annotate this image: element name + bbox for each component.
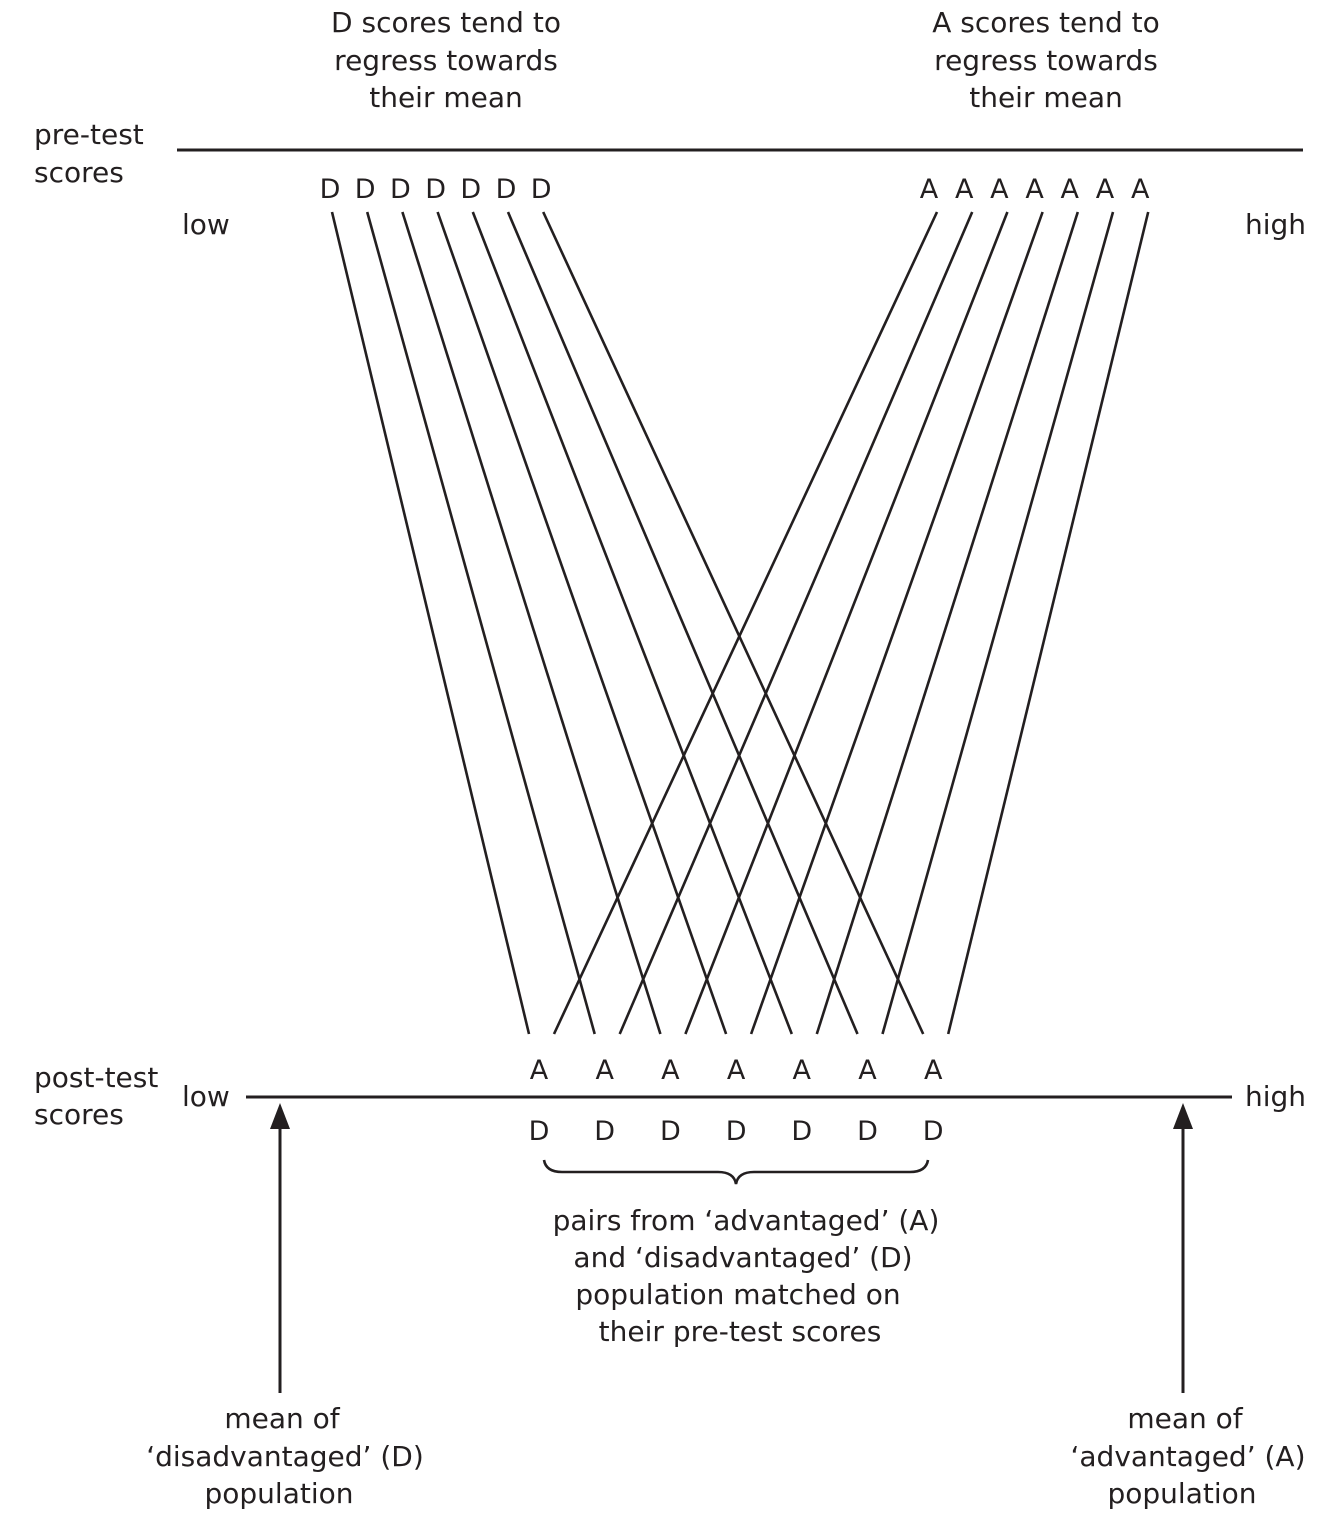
post-test-axis-label: post-test scores [34,1061,158,1131]
post-test-a-marker: A [595,1055,614,1086]
mean-d-line-3: population [205,1477,354,1510]
post-test-d-marker: D [529,1116,550,1147]
mean-d-line-1: mean of [224,1402,340,1435]
d-regression-line [401,211,662,1035]
post-test-d-marker: D [594,1116,615,1147]
post-test-a-marker: A [793,1055,812,1086]
post-test-d-marker: D [923,1116,944,1147]
d-regression-line [436,211,728,1035]
post-test-d-marker: D [726,1116,747,1147]
d-regression-line [542,211,925,1035]
arrow-head-icon [270,1103,290,1129]
mean-advantaged-caption: mean of ‘advantaged’ (A) population [1070,1402,1305,1510]
pairs-caption-line-1: pairs from ‘advantaged’ (A) [553,1204,940,1237]
mean-disadvantaged-arrow [270,1103,290,1393]
pre-test-d-marker: D [496,174,517,205]
pre-test-a-marker: A [955,174,974,205]
a-regress-line-3: their mean [969,81,1123,114]
d-regress-note: D scores tend to regress towards their m… [331,6,561,114]
pre-test-d-marker: D [355,174,376,205]
post-test-low-label: low [182,1080,230,1113]
pairs-caption-line-3: population matched on [575,1278,900,1311]
pre-test-high-label: high [1245,208,1306,241]
a-regress-line-1: A scores tend to [932,6,1160,39]
pre-test-a-marker: A [1061,174,1080,205]
pre-test-a-marker: A [1096,174,1115,205]
pre-test-a-marker: A [920,174,939,205]
pre-test-a-marker: A [1025,174,1044,205]
a-regression-line [946,211,1150,1035]
a-regression-line [881,211,1115,1035]
d-regression-line [330,211,531,1035]
d-regress-line-1: D scores tend to [331,6,561,39]
a-regress-note: A scores tend to regress towards their m… [932,6,1160,114]
pre-test-low-label: low [182,208,230,241]
d-regression-line [365,211,596,1035]
pre-test-d-marker: D [390,174,411,205]
d-regress-line-3: their mean [369,81,523,114]
pre-test-d-marker: D [460,174,481,205]
mean-advantaged-arrow [1173,1103,1193,1393]
pairs-caption: pairs from ‘advantaged’ (A) and ‘disadva… [553,1204,940,1348]
pre-test-a-marker: A [1131,174,1150,205]
post-test-line-1: post-test [34,1061,158,1094]
post-test-a-marker: A [530,1055,549,1086]
post-test-a-marker: A [858,1055,877,1086]
post-test-high-label: high [1245,1080,1306,1113]
regression-lines [330,211,1150,1035]
post-test-a-marker: A [661,1055,680,1086]
pre-test-a-marker: A [990,174,1009,205]
arrow-head-icon [1173,1103,1193,1129]
mean-disadvantaged-caption: mean of ‘disadvantaged’ (D) population [146,1402,424,1510]
d-regress-line-2: regress towards [334,44,558,77]
post-test-a-marker: A [727,1055,746,1086]
mean-a-line-2: ‘advantaged’ (A) [1070,1440,1305,1473]
a-regression-line [552,211,939,1035]
d-regression-line [471,211,794,1035]
pre-test-line-2: scores [34,156,124,189]
post-test-d-marker: D [660,1116,681,1147]
post-test-d-marker: D [857,1116,878,1147]
mean-a-line-1: mean of [1127,1402,1243,1435]
pre-test-axis-label: pre-test scores [34,118,144,189]
mean-d-line-2: ‘disadvantaged’ (D) [146,1440,424,1473]
post-test-d-marker: D [791,1116,812,1147]
pre-test-line-1: pre-test [34,118,144,151]
post-test-a-marker: A [924,1055,943,1086]
post-test-line-2: scores [34,1098,124,1131]
d-regression-line [506,211,859,1035]
pre-test-d-marker: D [531,174,552,205]
a-regress-line-2: regress towards [934,44,1158,77]
pre-test-d-marker: D [320,174,341,205]
pairs-brace [542,1159,930,1185]
pre-test-d-marker: D [425,174,446,205]
pairs-caption-line-4: their pre-test scores [599,1315,882,1348]
a-regression-line [815,211,1080,1035]
pairs-caption-line-2: and ‘disadvantaged’ (D) [573,1241,912,1274]
mean-a-line-3: population [1108,1477,1257,1510]
